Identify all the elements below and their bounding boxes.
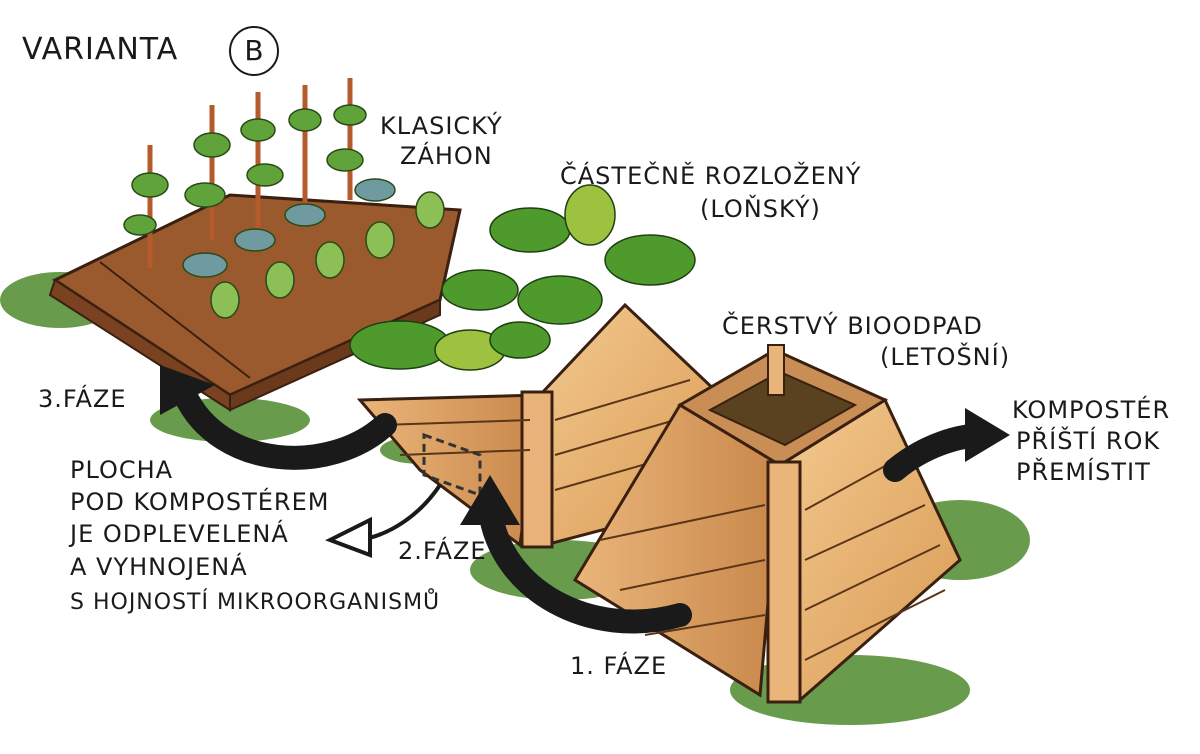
fresh-composter [572,344,962,704]
partial-foliage [349,184,696,371]
area-label-4: A VYHNOJENÁ [70,553,248,581]
partially-decomposed-label-2: (LOŇSKÝ) [700,195,821,223]
tomato-plants [147,78,353,268]
phase1-arrow [460,475,692,634]
partially-decomposed-label-1: ČÁSTEČNĚ ROZLOŽENÝ [560,162,862,190]
move-composter-arrow [883,408,1010,482]
classic-bed [48,193,462,412]
variant-title: VARIANTA [22,32,179,67]
area-label-2: POD KOMPOSTÉREM [70,488,330,516]
phase3-arrow [160,365,397,470]
composter-next-year-label-2: PŘÍŠTÍ ROK [1016,427,1161,455]
variant-badge: B [229,26,279,76]
fresh-waste-label-2: (LETOŠNÍ) [880,343,1011,371]
area-label-3: JE ODPLEVELENÁ [70,520,289,548]
phase2-label: 2.FÁZE [398,537,487,565]
phase1-label: 1. FÁZE [570,652,668,680]
phase2-arrow [325,483,442,558]
phase3-label: 3.FÁZE [38,385,127,413]
classic-bed-label-2: ZÁHON [400,142,493,170]
fresh-waste-label-1: ČERSTVÝ BIOODPAD [722,312,983,340]
composter-next-year-label-3: PŘEMÍSTIT [1016,458,1151,486]
area-label-5: S HOJNOSTÍ MIKROORGANISMŮ [70,590,441,615]
classic-bed-label-1: KLASICKÝ [380,112,503,140]
composter-next-year-label-1: KOMPOSTÉR [1012,396,1171,424]
bed-foliage [123,104,445,319]
area-label-1: PLOCHA [70,456,174,484]
